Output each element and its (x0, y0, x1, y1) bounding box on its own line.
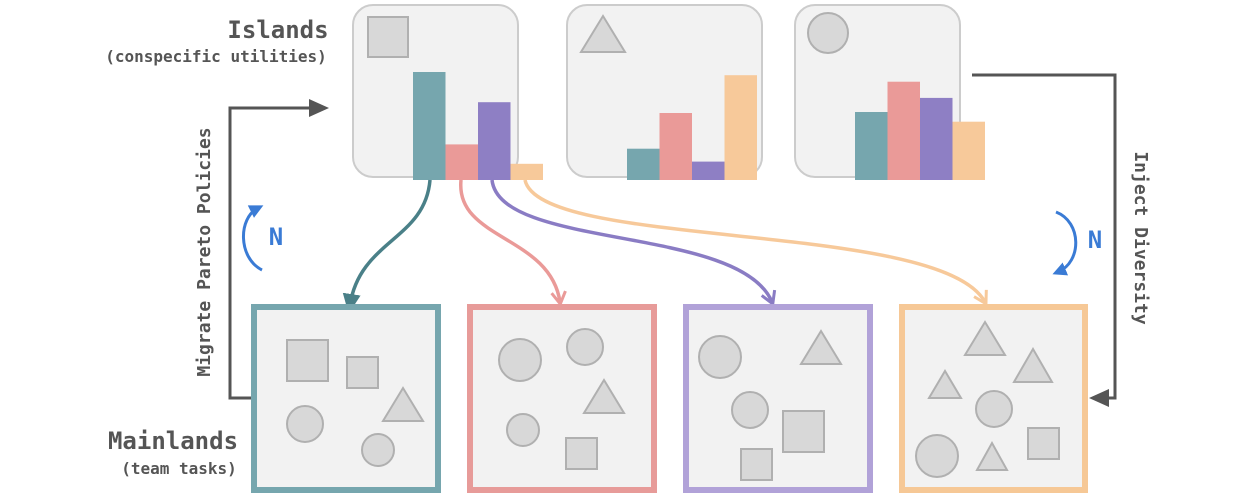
mainland-teal-box (251, 304, 441, 493)
island-bar-pink (659, 113, 692, 180)
island-square (352, 4, 543, 180)
island-circle (794, 4, 985, 180)
circle-icon (915, 434, 959, 478)
square-icon (740, 448, 773, 481)
mainland-teal (251, 304, 441, 493)
mainland-purple (683, 304, 873, 493)
triangle-icon (582, 378, 626, 414)
triangle-icon (1012, 346, 1054, 383)
islands-subtitle: (conspecific utilities) (105, 47, 327, 66)
circle-icon (361, 433, 395, 467)
island-triangle-bars (627, 75, 757, 180)
island-bar-purple (692, 161, 725, 180)
migrate-loop-arrow (228, 99, 329, 400)
inject-loop-arrow (972, 73, 1117, 407)
island-bar-teal (413, 72, 446, 180)
triangle-icon (927, 369, 963, 399)
island-bar-teal (855, 112, 888, 180)
island-bar-orange (724, 75, 757, 180)
circle-icon (975, 390, 1013, 428)
square-icon (286, 339, 329, 382)
pink-migration-arrow (459, 179, 567, 307)
island-bar-teal (627, 148, 660, 180)
circle-icon (566, 328, 604, 366)
island-bar-orange (952, 121, 985, 180)
right-repeat-icon (1052, 210, 1078, 276)
circle-icon (506, 413, 540, 447)
mainlands-subtitle: (team tasks) (121, 459, 237, 478)
teal-migration-arrow (342, 179, 432, 314)
square-icon (565, 437, 598, 470)
island-bar-pink (887, 81, 920, 180)
triangle-icon (975, 440, 1009, 471)
n-left-label: N (269, 223, 283, 251)
triangle-icon (579, 14, 627, 53)
island-bar-purple (478, 102, 511, 180)
mainland-pink-box (467, 304, 657, 493)
triangle-icon (799, 329, 843, 365)
triangle-icon (963, 320, 1007, 356)
island-bar-purple (920, 97, 953, 180)
island-bar-pink (445, 144, 478, 180)
mainlands-title: Mainlands (108, 427, 238, 455)
island-circle-bars (855, 81, 985, 180)
circle-icon (807, 12, 849, 54)
left-repeat-icon (242, 205, 264, 272)
square-icon (367, 16, 409, 58)
islands-title: Islands (227, 16, 328, 44)
island-square-bars (413, 72, 543, 180)
inject-label: Inject Diversity (1130, 151, 1151, 325)
island-triangle (566, 4, 763, 180)
circle-icon (731, 391, 769, 429)
circle-icon (498, 338, 542, 382)
square-icon (782, 410, 825, 453)
triangle-icon (381, 386, 425, 422)
mainland-pink (467, 304, 657, 493)
orange-migration-arrow (523, 179, 988, 307)
square-icon (346, 356, 379, 389)
purple-migration-arrow (490, 179, 777, 307)
n-right-label: N (1088, 226, 1102, 254)
mainland-orange (899, 304, 1088, 493)
square-icon (1027, 427, 1060, 460)
migrate-label: Migrate Pareto Policies (194, 127, 215, 376)
island-bar-orange (510, 163, 543, 180)
mainland-purple-box (683, 304, 873, 493)
circle-icon (286, 405, 324, 443)
circle-icon (698, 335, 742, 379)
